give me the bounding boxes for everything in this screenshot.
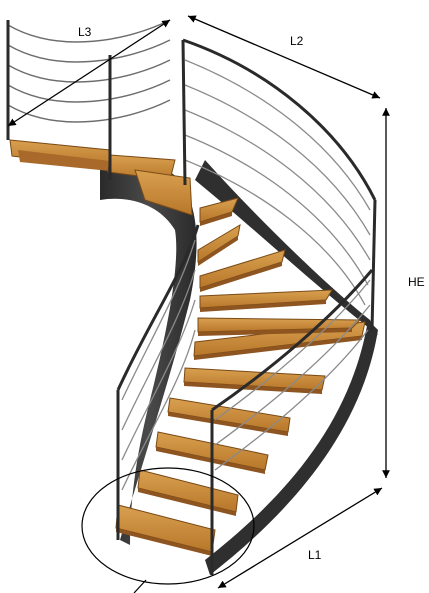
stair-tread-edge — [200, 262, 282, 292]
stair-tread-edge — [194, 336, 362, 360]
label-l3: L3 — [78, 25, 92, 39]
railing-front — [116, 224, 374, 575]
stair-tread-edge — [198, 236, 238, 266]
stair-tread-edge — [168, 412, 288, 436]
label-l2: L2 — [290, 34, 304, 48]
label-he: HE — [408, 275, 425, 289]
dimension-line-l3 — [7, 19, 171, 127]
label-l1: L1 — [308, 548, 322, 562]
detail-callout-leader — [133, 579, 147, 593]
flight-treads — [115, 197, 366, 556]
stair-tread — [137, 469, 239, 513]
dimension-line-l1 — [217, 487, 383, 589]
dimension-line-l2 — [187, 15, 381, 99]
detail-callout-ellipse — [81, 467, 255, 585]
stair-tread-edge — [116, 528, 212, 556]
stair-tread-edge — [200, 300, 326, 312]
stair-tread-edge — [200, 212, 232, 226]
outer-stringer-upper — [195, 160, 378, 335]
stair-tread-edge — [184, 382, 322, 394]
upper-treads — [9, 139, 193, 216]
stair-tread — [115, 504, 216, 553]
dimension-lines — [7, 15, 390, 589]
stair-tread — [197, 224, 241, 263]
